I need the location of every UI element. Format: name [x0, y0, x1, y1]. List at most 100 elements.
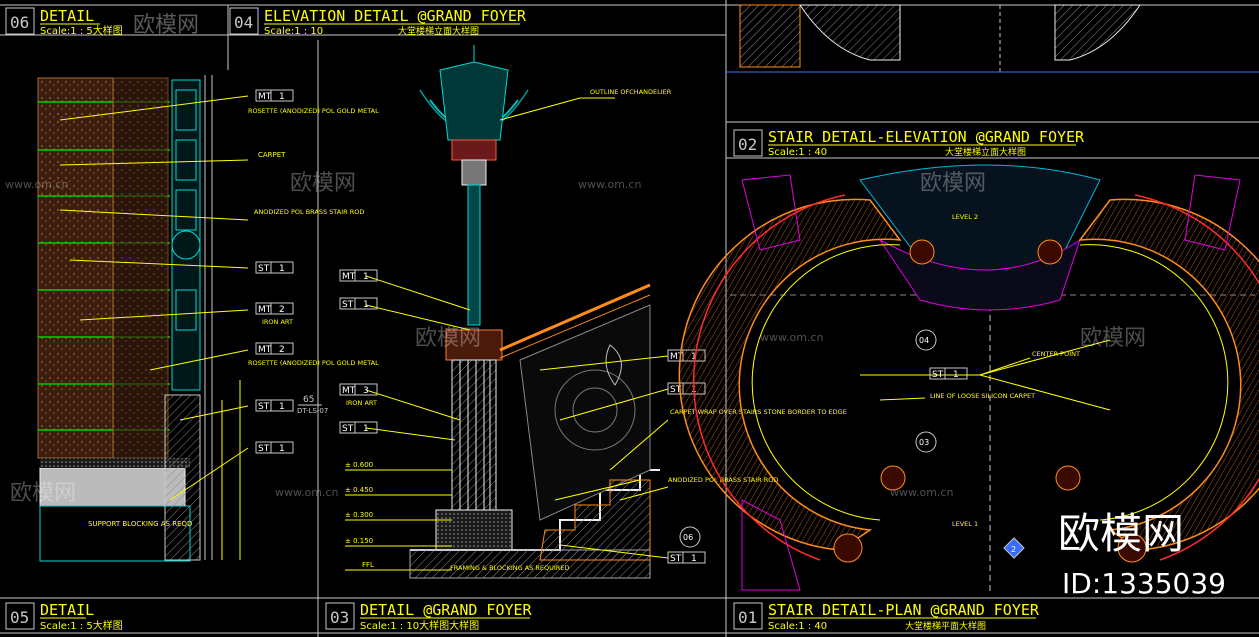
- section-ref-65: 65 DT-LS-07: [297, 395, 328, 415]
- svg-text:MT: MT: [258, 92, 272, 102]
- svg-text:www.om.cn: www.om.cn: [760, 331, 823, 344]
- svg-text:1: 1: [363, 300, 369, 310]
- svg-text:03: 03: [330, 608, 349, 627]
- svg-text:05: 05: [10, 608, 29, 627]
- svg-text:Scale:1 : 10: Scale:1 : 10: [264, 26, 323, 37]
- svg-text:ID:1335039: ID:1335039: [1062, 567, 1226, 600]
- svg-text:Scale:1 : 40: Scale:1 : 40: [768, 147, 827, 158]
- svg-text:MT: MT: [670, 352, 684, 362]
- svg-text:欧模网: 欧模网: [415, 326, 481, 351]
- title-03: 03 DETAIL @GRAND FOYER Scale:1 : 10大样图大样…: [325, 601, 533, 632]
- svg-text:SUPPORT BLOCKING AS REQD: SUPPORT BLOCKING AS REQD: [88, 520, 192, 528]
- svg-text:± 0.600: ± 0.600: [345, 461, 373, 469]
- svg-text:STAIR DETAIL-PLAN @GRAND FOYER: STAIR DETAIL-PLAN @GRAND FOYER: [768, 601, 1040, 619]
- svg-text:IRON ART: IRON ART: [262, 318, 293, 326]
- svg-text:欧模网: 欧模网: [10, 481, 76, 506]
- svg-text:欧模网: 欧模网: [920, 171, 986, 196]
- svg-text:ST: ST: [670, 554, 682, 564]
- svg-text:www.om.cn: www.om.cn: [578, 178, 641, 191]
- svg-text:大堂楼梯立面大样图: 大堂楼梯立面大样图: [945, 146, 1026, 158]
- svg-text:大堂楼梯立面大样图: 大堂楼梯立面大样图: [398, 25, 479, 37]
- svg-text:1: 1: [279, 264, 285, 274]
- svg-text:ROSETTE (ANODIZED) POL GOLD ME: ROSETTE (ANODIZED) POL GOLD METAL: [248, 107, 379, 115]
- svg-text:1: 1: [363, 424, 369, 434]
- svg-text:MT: MT: [258, 305, 272, 315]
- svg-text:3: 3: [363, 386, 369, 396]
- title-05: 05 DETAIL Scale:1 : 5大样图: [5, 601, 123, 632]
- svg-text:03: 03: [919, 438, 929, 447]
- svg-text:ELEVATION DETAIL @GRAND FOYER: ELEVATION DETAIL @GRAND FOYER: [264, 7, 527, 25]
- elevation-02-strip: [726, 4, 1259, 73]
- title-04: 04 ELEVATION DETAIL @GRAND FOYER Scale:1…: [229, 7, 527, 37]
- svg-text:04: 04: [919, 336, 929, 345]
- svg-text:IRON ART: IRON ART: [346, 399, 377, 407]
- svg-text:± 0.450: ± 0.450: [345, 486, 373, 494]
- svg-text:www.om.cn: www.om.cn: [275, 486, 338, 499]
- svg-text:1: 1: [279, 444, 285, 454]
- svg-text:04: 04: [234, 13, 253, 32]
- svg-text:STAIR DETAIL-ELEVATION @GRAND: STAIR DETAIL-ELEVATION @GRAND FOYER: [768, 128, 1085, 146]
- watermark: 欧模网 欧模网 欧模网 欧模网 欧模网 欧模网 www.om.cn www.om…: [5, 13, 1226, 600]
- svg-text:06: 06: [10, 13, 29, 32]
- svg-text:CENTER POINT: CENTER POINT: [1032, 350, 1080, 358]
- svg-text:2: 2: [279, 345, 285, 355]
- chandelier: [419, 45, 529, 326]
- svg-text:Scale:1 : 5大样图: Scale:1 : 5大样图: [40, 24, 123, 37]
- tag-mt2-06b: MT 2 ROSETTE (ANODIZED) POL GOLD METAL: [248, 342, 379, 367]
- svg-text:1: 1: [279, 92, 285, 102]
- svg-text:ST: ST: [258, 444, 270, 454]
- svg-text:DETAIL: DETAIL: [40, 601, 94, 619]
- svg-text:1: 1: [691, 554, 697, 564]
- tag-st1-06b: ST 1: [255, 399, 294, 412]
- svg-text:± 0.300: ± 0.300: [345, 511, 373, 519]
- note-brass: ANODIZED POL BRASS STAIR ROD: [254, 208, 364, 216]
- stair-plan-01: [678, 164, 1259, 595]
- svg-text:65: 65: [303, 395, 314, 405]
- svg-text:Scale:1 : 10大样图大样图: Scale:1 : 10大样图大样图: [360, 619, 479, 632]
- note-carpet: CARPET: [258, 151, 286, 159]
- tag-mt2-06a: MT 2 IRON ART: [255, 302, 294, 326]
- tag-st1-06a: ST 1: [255, 261, 294, 274]
- title-06: 06 DETAIL Scale:1 : 5大样图: [5, 7, 123, 37]
- svg-text:欧模网: 欧模网: [1058, 509, 1184, 558]
- svg-text:02: 02: [738, 135, 757, 154]
- svg-text:FRAMING & BLOCKING AS REQUIRED: FRAMING & BLOCKING AS REQUIRED: [450, 564, 569, 572]
- tag-st1-06c: ST 1: [255, 441, 294, 454]
- svg-text:ST: ST: [342, 300, 354, 310]
- svg-text:CARPET WRAP OVER STAIRS STONE: CARPET WRAP OVER STAIRS STONE BORDER TO …: [670, 408, 847, 416]
- svg-text:DT-LS-07: DT-LS-07: [297, 407, 328, 415]
- svg-text:MT: MT: [258, 345, 272, 355]
- tag-mt1-06: MT 1 ROSETTE (ANODIZED) POL GOLD METAL: [248, 89, 379, 115]
- svg-text:2: 2: [279, 305, 285, 315]
- svg-text:FFL: FFL: [362, 561, 374, 569]
- svg-text:DETAIL: DETAIL: [40, 7, 94, 25]
- svg-text:LEVEL 1: LEVEL 1: [952, 520, 978, 528]
- svg-text:www.om.cn: www.om.cn: [890, 486, 953, 499]
- svg-text:欧模网: 欧模网: [133, 13, 199, 38]
- svg-text:ST: ST: [932, 370, 944, 380]
- svg-text:Scale:1 : 5大样图: Scale:1 : 5大样图: [40, 619, 123, 632]
- svg-text:06: 06: [683, 533, 693, 542]
- svg-text:ROSETTE (ANODIZED) POL GOLD ME: ROSETTE (ANODIZED) POL GOLD METAL: [248, 359, 379, 367]
- svg-text:2: 2: [1011, 545, 1016, 554]
- detail-06-section: SUPPORT BLOCKING AS REQD: [37, 75, 241, 562]
- svg-text:01: 01: [738, 608, 757, 627]
- svg-text:欧模网: 欧模网: [290, 171, 356, 196]
- svg-text:MT: MT: [342, 386, 356, 396]
- svg-text:欧模网: 欧模网: [1080, 326, 1146, 351]
- svg-text:ST: ST: [258, 264, 270, 274]
- stair-section-03: [539, 479, 651, 561]
- svg-text:OUTLINE OFCHANDELIER: OUTLINE OFCHANDELIER: [590, 88, 672, 96]
- svg-text:Scale:1 : 40: Scale:1 : 40: [768, 621, 827, 632]
- svg-text:1: 1: [363, 272, 369, 282]
- svg-text:1: 1: [279, 402, 285, 412]
- title-01: 01 STAIR DETAIL-PLAN @GRAND FOYER Scale:…: [733, 601, 1040, 632]
- svg-text:大堂楼梯平面大样图: 大堂楼梯平面大样图: [905, 620, 986, 632]
- svg-text:LEVEL 2: LEVEL 2: [952, 213, 978, 221]
- svg-text:MT: MT: [342, 272, 356, 282]
- detail-06-leaders: [59, 95, 249, 501]
- svg-text:1: 1: [953, 370, 959, 380]
